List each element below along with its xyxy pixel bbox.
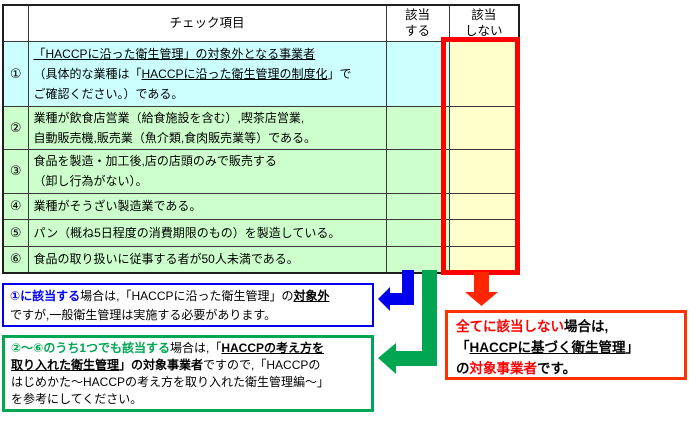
table-row-4: ④ 業種がそうざい製造業である。 bbox=[2, 192, 520, 220]
row-text: パン（概ね5日程度の消費期限のもの）を製造している。 bbox=[27, 218, 387, 247]
check-cell-yes-1[interactable] bbox=[385, 40, 450, 107]
note-case1-text: ①に該当する場合は,「HACCPに沿った衛生管理」の対象外ですが,一般衛生管理は… bbox=[10, 289, 330, 322]
row-text: 業種が飲食店営業（給食施設を含む）,喫茶店営業,自動販売機,販売業（魚介類,食肉… bbox=[27, 105, 387, 150]
row-number: ③ bbox=[2, 148, 29, 194]
blue-elbow-arrow-icon bbox=[378, 270, 414, 311]
note-case1-exempt: ①に該当する場合は,「HACCPに沿った衛生管理」の対象外ですが,一般衛生管理は… bbox=[2, 283, 374, 327]
row-number: ④ bbox=[2, 192, 29, 220]
header-empty-cell bbox=[2, 4, 29, 42]
note-none-apply-text: 全てに該当しない場合は,「HACCPに基づく衛生管理」の対象事業者です。 bbox=[456, 319, 640, 376]
row-text: 「HACCPに沿った衛生管理」の対象外となる事業者（具体的な業種は「HACCPに… bbox=[27, 40, 387, 107]
row-number: ① bbox=[2, 40, 29, 107]
check-cell-no-6[interactable] bbox=[448, 245, 520, 274]
row-number: ② bbox=[2, 105, 29, 150]
check-cell-yes-3[interactable] bbox=[385, 148, 450, 194]
check-cell-no-3[interactable] bbox=[448, 148, 520, 194]
check-cell-no-5[interactable] bbox=[448, 218, 520, 247]
note-case2to6-text: ②～⑥のうち1つでも該当する場合は,「HACCPの考え方を取り入れた衛生管理」の… bbox=[11, 341, 330, 406]
header-check-item: チェック項目 bbox=[27, 4, 387, 42]
table-header-row: チェック項目 該当 する 該当 しない bbox=[2, 4, 520, 42]
check-cell-yes-6[interactable] bbox=[385, 245, 450, 274]
row-text: 食品を製造・加工後,店の店頭のみで販売する（卸し行為がない）。 bbox=[27, 148, 387, 194]
green-elbow-arrow-icon bbox=[378, 270, 437, 374]
red-down-arrow-icon bbox=[465, 272, 498, 306]
haccp-check-table: チェック項目 該当 する 該当 しない ① 「HACCPに沿った衛生管理」の対象… bbox=[2, 4, 520, 274]
table-row-1: ① 「HACCPに沿った衛生管理」の対象外となる事業者（具体的な業種は「HACC… bbox=[2, 40, 520, 107]
row-number: ⑥ bbox=[2, 245, 29, 274]
table-row-3: ③ 食品を製造・加工後,店の店頭のみで販売する（卸し行為がない）。 bbox=[2, 148, 520, 194]
row-number: ⑤ bbox=[2, 218, 29, 247]
row-text: 業種がそうざい製造業である。 bbox=[27, 192, 387, 220]
check-cell-no-2[interactable] bbox=[448, 105, 520, 150]
check-cell-no-4[interactable] bbox=[448, 192, 520, 220]
table-row-5: ⑤ パン（概ね5日程度の消費期限のもの）を製造している。 bbox=[2, 218, 520, 247]
check-cell-yes-4[interactable] bbox=[385, 192, 450, 220]
check-table-wrap: チェック項目 該当 する 該当 しない ① 「HACCPに沿った衛生管理」の対象… bbox=[2, 4, 520, 274]
table-row-6: ⑥ 食品の取り扱いに従事する者が50人未満である。 bbox=[2, 245, 520, 274]
check-cell-no-1[interactable] bbox=[448, 40, 520, 107]
check-cell-yes-2[interactable] bbox=[385, 105, 450, 150]
note-none-apply-haccp-based: 全てに該当しない場合は,「HACCPに基づく衛生管理」の対象事業者です。 bbox=[445, 310, 687, 380]
note-case2to6-haccp-based-thinking: ②～⑥のうち1つでも該当する場合は,「HACCPの考え方を取り入れた衛生管理」の… bbox=[2, 335, 374, 412]
row-text: 食品の取り扱いに従事する者が50人未満である。 bbox=[27, 245, 387, 274]
check-cell-yes-5[interactable] bbox=[385, 218, 450, 247]
header-applicable: 該当 する bbox=[385, 4, 450, 42]
table-row-2: ② 業種が飲食店営業（給食施設を含む）,喫茶店営業,自動販売機,販売業（魚介類,… bbox=[2, 105, 520, 150]
header-not-applicable: 該当 しない bbox=[448, 4, 520, 42]
